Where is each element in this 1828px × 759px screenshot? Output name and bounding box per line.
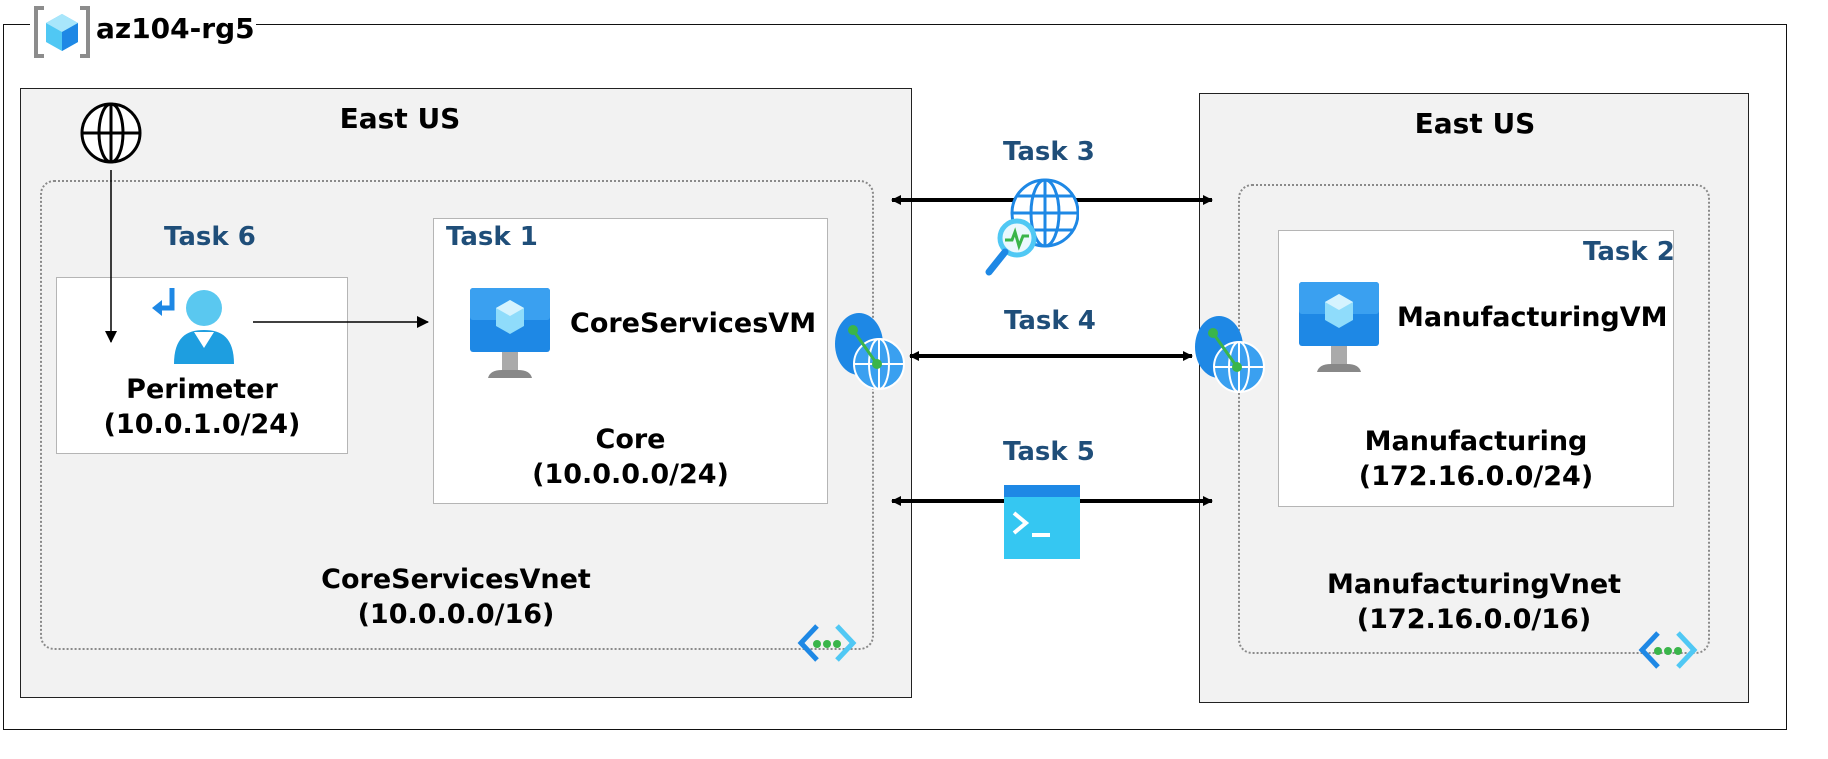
manufacturing-vnet-cidr: (172.16.0.0/16) xyxy=(1356,604,1592,636)
manufacturing-subnet-cidr: (172.16.0.0/24) xyxy=(1358,461,1594,493)
core-vnet-cidr: (10.0.0.0/16) xyxy=(357,599,555,631)
resource-group-icon xyxy=(34,6,90,58)
internet-globe-icon xyxy=(80,102,142,164)
resource-group-title: az104-rg5 xyxy=(96,12,255,45)
peering-core-icon xyxy=(835,313,905,390)
peering-manufacturing-icon xyxy=(1195,316,1265,393)
user-route-icon xyxy=(152,288,234,364)
task5-label: Task 5 xyxy=(1003,437,1095,467)
task1-label: Task 1 xyxy=(446,222,538,252)
manufacturing-vm-label: ManufacturingVM xyxy=(1397,302,1668,333)
manufacturing-subnet-name: Manufacturing xyxy=(1364,426,1588,457)
task4-label: Task 4 xyxy=(1004,306,1096,336)
perimeter-subnet xyxy=(56,277,348,454)
core-vnet-name: CoreServicesVnet xyxy=(321,564,591,595)
perimeter-subnet-cidr: (10.0.1.0/24) xyxy=(103,409,301,441)
core-subnet-label: Core (10.0.0.0/24) xyxy=(433,422,828,492)
manufacturing-vnet-icon xyxy=(1638,631,1698,669)
region-left-title: East US xyxy=(339,102,461,135)
task3-label: Task 3 xyxy=(1003,137,1095,167)
region-right-title: East US xyxy=(1414,107,1536,140)
core-subnet xyxy=(433,218,828,504)
perimeter-subnet-label: Perimeter (10.0.1.0/24) xyxy=(56,372,348,442)
core-vm-icon xyxy=(470,288,550,378)
core-subnet-cidr: (10.0.0.0/24) xyxy=(532,459,729,491)
manufacturing-subnet-label: Manufacturing (172.16.0.0/24) xyxy=(1278,424,1674,494)
manufacturing-vm-icon xyxy=(1299,282,1379,372)
manufacturing-vnet-label: ManufacturingVnet (172.16.0.0/16) xyxy=(1294,567,1654,637)
task2-label: Task 2 xyxy=(1583,237,1675,267)
task6-label: Task 6 xyxy=(164,222,256,252)
core-subnet-name: Core xyxy=(595,424,666,455)
network-watcher-icon xyxy=(985,178,1079,276)
manufacturing-vnet-name: ManufacturingVnet xyxy=(1326,569,1622,600)
perimeter-subnet-name: Perimeter xyxy=(126,374,278,405)
core-vm-label: CoreServicesVM xyxy=(570,308,817,339)
core-vnet-icon xyxy=(797,624,857,662)
core-vnet-label: CoreServicesVnet (10.0.0.0/16) xyxy=(276,562,636,632)
cloud-shell-icon xyxy=(1004,485,1080,559)
manufacturing-vnet xyxy=(1238,184,1710,654)
core-services-vnet xyxy=(40,180,874,650)
